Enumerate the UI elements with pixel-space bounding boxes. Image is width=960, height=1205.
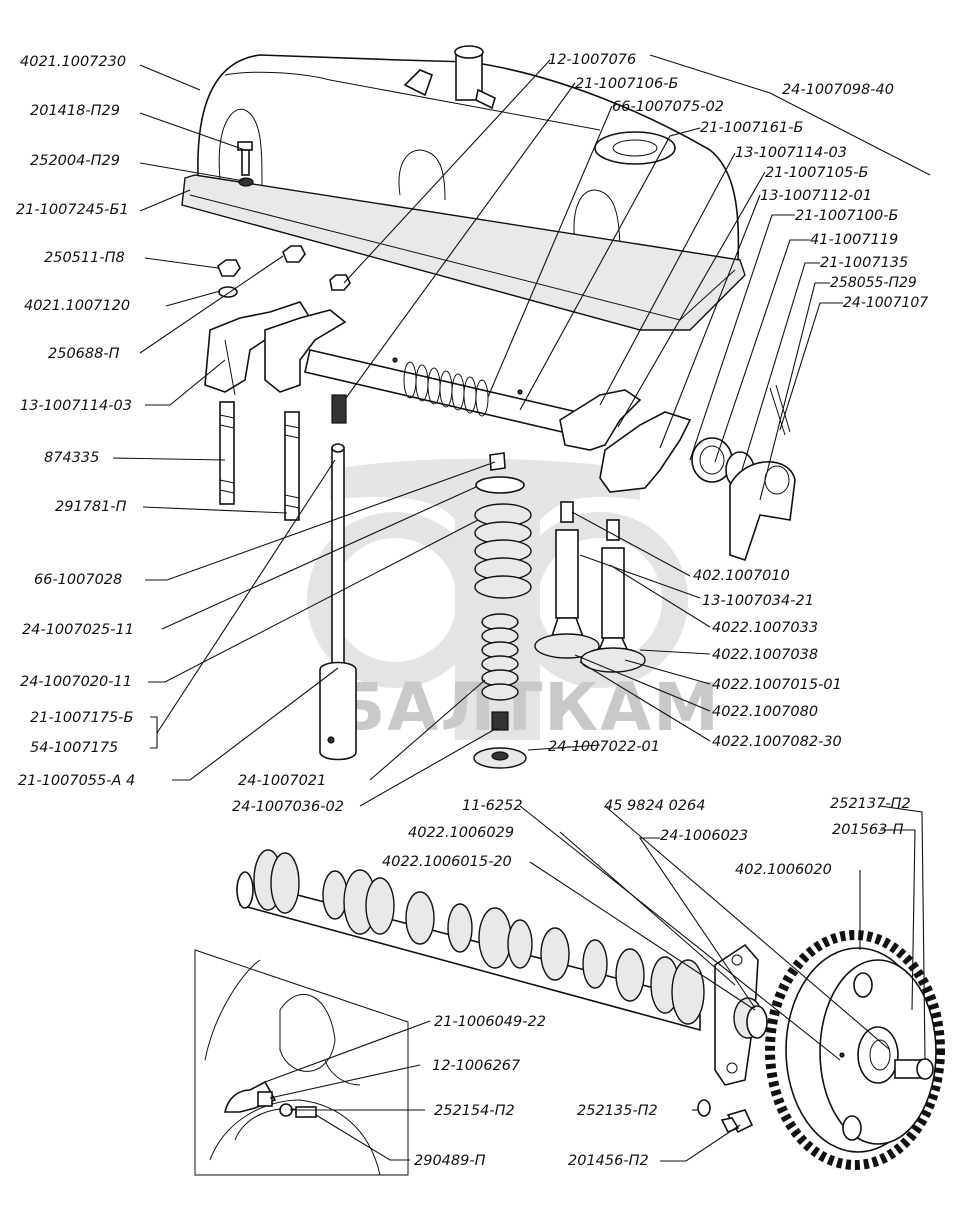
- part-labels: 4021.1007230 201418-П29 252004-П29 21-10…: [16, 52, 928, 1169]
- nut-icon: [217, 245, 351, 291]
- part-label: 24-1007025-11: [22, 622, 134, 638]
- part-label: 252135-П2: [577, 1103, 658, 1119]
- part-label: 24-1007021: [238, 773, 326, 789]
- rocker-arm-icon: [204, 301, 347, 396]
- push-rod-icon: [331, 394, 347, 671]
- part-label: 45 9824 0264: [604, 798, 705, 814]
- bolt-icon: [720, 1109, 754, 1134]
- part-label: 874335: [44, 450, 99, 466]
- part-label: 24-1007022-01: [548, 739, 660, 755]
- part-label: 54-1007175: [30, 740, 118, 756]
- watermark-logo-icon: [307, 458, 688, 740]
- part-label: 201456-П2: [568, 1153, 649, 1169]
- rocker-stand-icon: [729, 461, 796, 562]
- leader-lines: [112, 54, 931, 1162]
- part-label: 4022.1007033: [712, 620, 818, 636]
- part-label: 402.1006020: [735, 862, 832, 878]
- part-label: 4022.1007082-30: [712, 734, 842, 750]
- part-label: 250511-П8: [44, 250, 125, 266]
- part-label: 66-1007028: [34, 572, 122, 588]
- part-label: 21-1007135: [820, 255, 908, 271]
- part-label: 24-1007098-40: [782, 82, 894, 98]
- tappet-icon: [319, 661, 357, 761]
- part-label: 4021.1007230: [20, 54, 126, 70]
- part-label: 41-1007119: [810, 232, 898, 248]
- part-label: 66-1007075-02: [612, 99, 724, 115]
- stud-icon: [219, 401, 300, 521]
- rocker-shaft-icon: [304, 349, 591, 439]
- valve-spring-icon: [473, 452, 532, 769]
- timing-gear-icon: [765, 930, 945, 1170]
- camshaft-icon: [236, 849, 705, 1032]
- part-label: 11-6252: [462, 798, 523, 814]
- part-label: 252154-П2: [434, 1103, 515, 1119]
- part-label: 21-1007106-Б: [575, 76, 678, 92]
- washer-icon: [697, 1099, 711, 1117]
- part-label: 4022.1006029: [408, 825, 514, 841]
- part-label: 4022.1007015-01: [712, 677, 842, 693]
- valve-icon: [534, 501, 646, 673]
- part-label: 201418-П29: [30, 103, 120, 119]
- part-label: 4022.1007080: [712, 704, 818, 720]
- part-label: 24-1007107: [843, 295, 928, 311]
- part-label: 21-1007175-Б: [30, 710, 133, 726]
- part-label: 13-1007114-03: [735, 145, 847, 161]
- part-label: 4022.1007038: [712, 647, 818, 663]
- part-label: 24-1006023: [660, 828, 748, 844]
- part-label: 21-1007161-Б: [700, 120, 803, 136]
- part-label: 252137-П2: [830, 796, 911, 812]
- part-label: 201563-П: [832, 822, 904, 838]
- part-label: 402.1007010: [693, 568, 790, 584]
- part-label: 13-1007034-21: [702, 593, 814, 609]
- valve-cover-icon: [181, 45, 746, 331]
- part-label: 12-1007076: [548, 52, 636, 68]
- watermark-text: БАЛТКАМ: [335, 669, 721, 746]
- part-label: 21-1007100-Б: [795, 208, 898, 224]
- part-label: 24-1007020-11: [20, 674, 132, 690]
- part-label: 250688-П: [48, 346, 120, 362]
- part-label: 290489-П: [414, 1153, 486, 1169]
- part-label: 12-1006267: [432, 1058, 521, 1074]
- part-label: 4022.1006015-20: [382, 854, 512, 870]
- part-label: 291781-П: [55, 499, 127, 515]
- washer-icon: [238, 177, 254, 187]
- part-label: 24-1007036-02: [232, 799, 344, 815]
- part-label: 4021.1007120: [24, 298, 130, 314]
- part-label: 258055-П29: [830, 275, 917, 291]
- part-label: 21-1006049-22: [434, 1014, 546, 1030]
- part-label: 21-1007245-Б1: [16, 202, 129, 218]
- inset-detail: [194, 949, 409, 1176]
- part-label: 252004-П29: [30, 153, 120, 169]
- rocker-arm-right-icon: [559, 389, 692, 493]
- part-label: 21-1007105-Б: [765, 165, 868, 181]
- part-label: 13-1007112-01: [760, 188, 872, 204]
- part-label: 13-1007114-03: [20, 398, 132, 414]
- washer-icon: [218, 286, 238, 298]
- part-label: 21-1007055-А 4: [18, 773, 135, 789]
